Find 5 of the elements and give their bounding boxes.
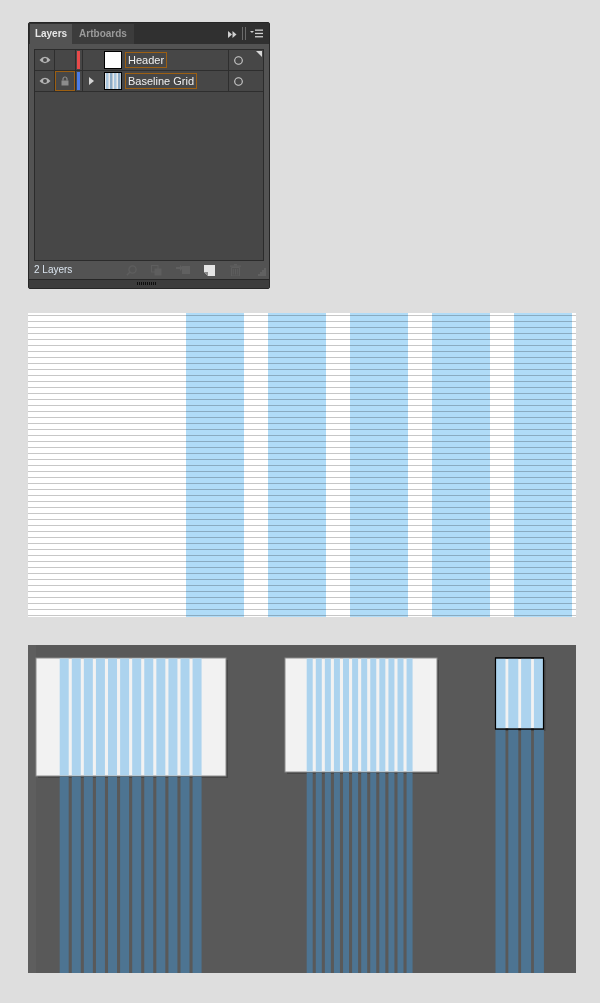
layers-tab: Layers bbox=[30, 24, 72, 44]
layer-count: 2 Layers bbox=[34, 264, 73, 276]
layer-name: Header bbox=[125, 52, 168, 68]
layer-name: Baseline Grid bbox=[125, 73, 198, 89]
artboards-tab: Artboards bbox=[72, 24, 134, 44]
